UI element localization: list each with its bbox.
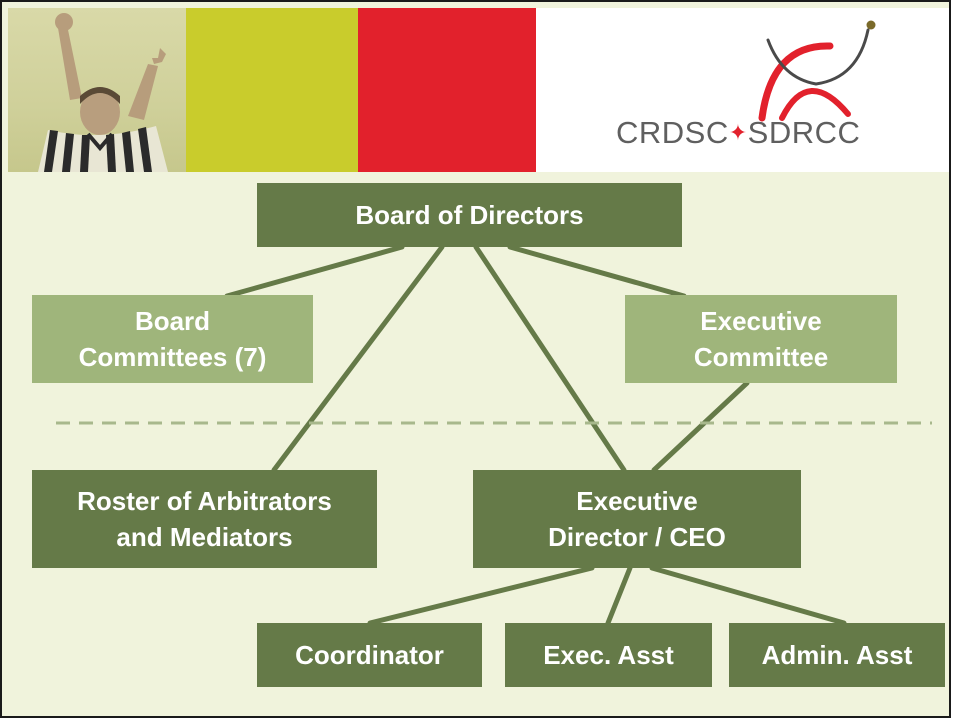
connector-board-to-executive-director — [473, 244, 627, 473]
connector-ceo-to-coordinator — [367, 565, 595, 626]
node-label-line-2: and Mediators — [116, 522, 293, 552]
connector-board-to-board-committees — [224, 244, 405, 299]
node-label-line-1: Roster of Arbitrators — [77, 486, 332, 516]
node-coordinator: Coordinator — [257, 623, 482, 687]
connector-ceo-to-exec-asst — [605, 565, 633, 626]
connector-board-to-roster — [271, 244, 445, 473]
node-label-line-2: Committee — [693, 342, 829, 372]
node-label-line-2: Director / CEO — [548, 522, 726, 552]
node-board-committees: Board Committees (7) — [32, 295, 313, 383]
node-admin-asst: Admin. Asst — [729, 623, 945, 687]
node-label-line-1: Board — [134, 306, 211, 336]
maple-leaf-icon: ✦ — [728, 120, 748, 145]
node-label: Admin. Asst — [761, 640, 913, 670]
node-exec-asst: Exec. Asst — [505, 623, 712, 687]
logo-figure-icon — [758, 20, 876, 122]
crdsc-sdrcc-logo: CRDSC✦SDRCC — [536, 8, 949, 172]
connector-executive-committee-to-executive-director — [651, 380, 750, 473]
logo-text-french: SDRCC — [747, 115, 861, 150]
node-board-of-directors: Board of Directors — [257, 183, 682, 247]
connector-board-to-executive-committee — [507, 244, 687, 299]
logo-text-english: CRDSC — [616, 115, 729, 150]
connector-ceo-to-admin-asst — [649, 565, 847, 626]
node-label: Exec. Asst — [543, 640, 674, 670]
logo-wordmark: CRDSC✦SDRCC — [616, 115, 860, 151]
referee-photo — [8, 8, 186, 172]
node-roster-of-arbitrators: Roster of Arbitrators and Mediators — [32, 470, 377, 568]
node-executive-committee: Executive Committee — [625, 295, 897, 383]
yellow-color-panel — [186, 8, 358, 172]
red-color-panel — [358, 8, 536, 172]
header-banner: CRDSC✦SDRCC — [2, 2, 949, 172]
node-label: Coordinator — [295, 640, 444, 670]
node-label-line-1: Executive — [700, 306, 822, 336]
node-label-line-1: Executive — [576, 486, 698, 516]
node-label: Board of Directors — [355, 200, 584, 230]
referee-photo-illustration — [38, 13, 168, 172]
node-executive-director-ceo: Executive Director / CEO — [473, 470, 801, 568]
node-label-line-2: Committees (7) — [78, 342, 267, 372]
